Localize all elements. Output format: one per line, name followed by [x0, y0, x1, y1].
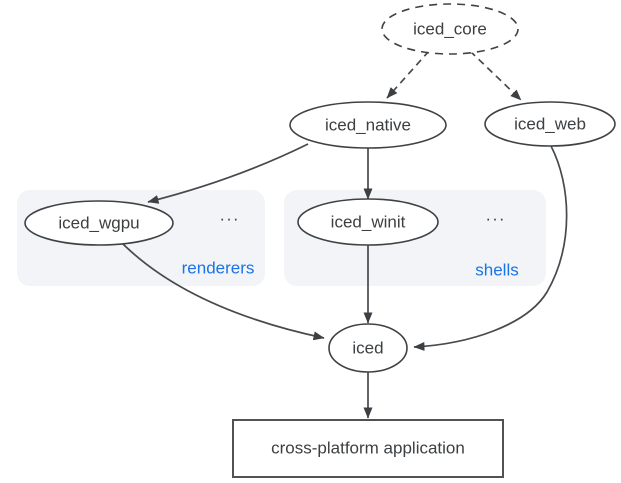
node-shape-iced-native	[289, 101, 447, 149]
renderers-group-label: renderers	[181, 258, 255, 278]
edge-web-to-iced	[413, 145, 568, 351]
node-label-iced-wgpu: iced_wgpu	[58, 213, 140, 233]
node-shape-iced-winit	[297, 198, 439, 246]
node-shape-application	[232, 419, 504, 478]
node-label-iced-web: iced_web	[514, 114, 586, 134]
edge-native-to-wgpu	[147, 143, 309, 204]
node-shape-iced-core	[381, 3, 519, 55]
edge-core-to-native	[386, 50, 430, 99]
node-shape-iced-web	[484, 101, 616, 147]
node-label-iced: iced	[352, 338, 384, 358]
node-shape-iced	[328, 323, 408, 373]
renderers-ellipsis: ...	[219, 205, 241, 225]
node-label-application: cross-platform application	[271, 438, 465, 458]
edge-wgpu-to-iced	[122, 243, 325, 341]
node-label-iced-core: iced_core	[413, 19, 487, 39]
shells-ellipsis: ...	[485, 205, 507, 225]
shells-group-label: shells	[475, 260, 519, 280]
edge-core-to-web	[469, 50, 522, 101]
node-label-iced-native: iced_native	[324, 115, 412, 135]
node-shape-iced-wgpu	[24, 200, 174, 246]
node-label-iced-winit: iced_winit	[330, 212, 406, 232]
